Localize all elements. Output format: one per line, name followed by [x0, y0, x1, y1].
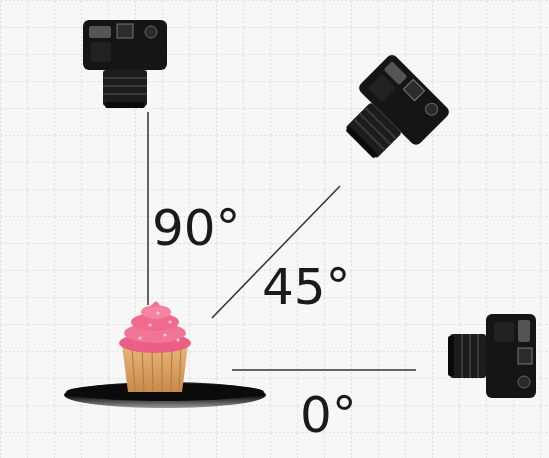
camera-side: [448, 314, 536, 398]
camera-top: [83, 20, 167, 108]
angle-label: 45°: [262, 262, 351, 312]
angle-label: 90°: [152, 203, 241, 253]
cupcake-on-plate: [64, 301, 266, 408]
camera-45: [330, 53, 452, 175]
angle-line: [232, 369, 416, 371]
angle-label: 0°: [300, 390, 357, 440]
angle-line: [147, 112, 149, 305]
